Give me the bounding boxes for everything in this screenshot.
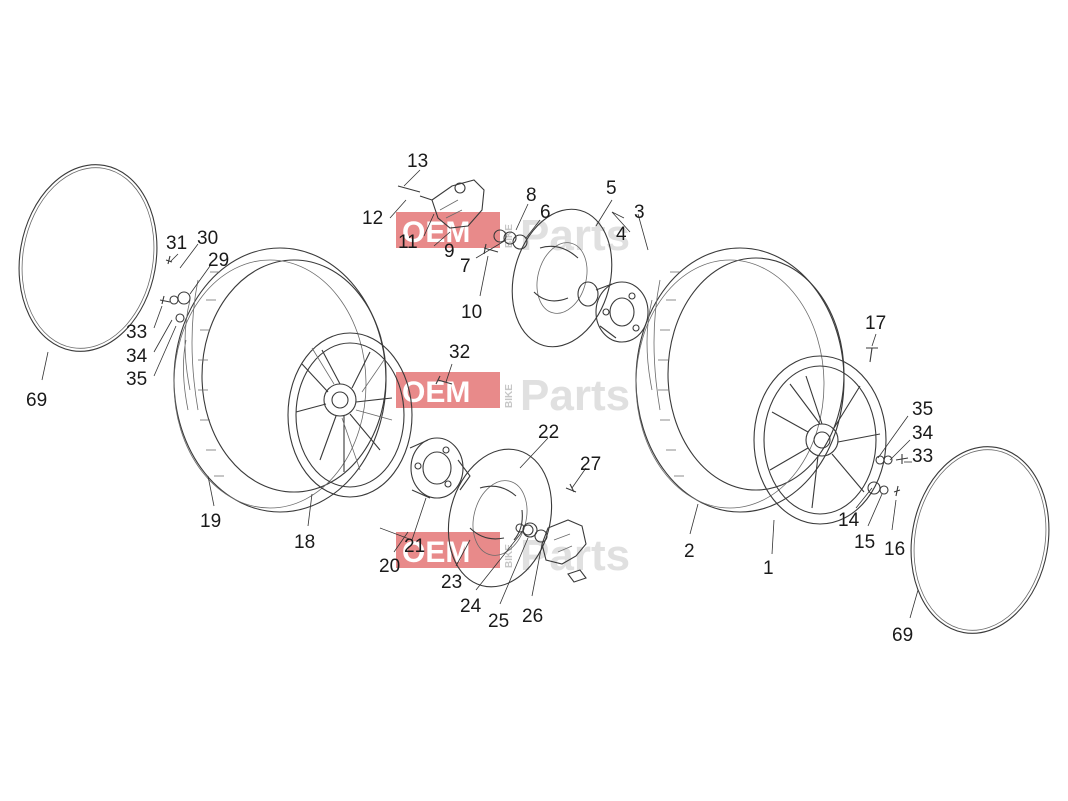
callout-33-right: 33 — [912, 446, 933, 467]
caliper-left — [541, 519, 587, 583]
callout-7: 7 — [460, 256, 471, 277]
callout-4: 4 — [616, 224, 627, 245]
callout-6: 6 — [540, 202, 551, 223]
watermark-top: OEM BIKE Parts — [396, 211, 630, 260]
valve-17 — [866, 347, 878, 363]
callout-27: 27 — [580, 454, 601, 475]
callout-11: 11 — [398, 232, 418, 253]
washer-7 — [503, 231, 517, 245]
wheel-rim-right — [753, 355, 887, 525]
o-ring-right — [910, 446, 1050, 634]
callout-34-right: 34 — [912, 423, 934, 444]
watermark-brand-b: BIKE — [504, 544, 515, 568]
caliper-top — [397, 179, 485, 229]
tyre-left — [173, 247, 387, 513]
callout-12: 12 — [362, 208, 383, 229]
watermark-brand-a: OEM — [402, 536, 470, 569]
callout-69-left: 69 — [26, 390, 47, 411]
callout-24: 24 — [460, 596, 482, 617]
wheel-rim-left — [287, 332, 413, 498]
callout-35-right: 35 — [912, 399, 933, 420]
callouts: 13 12 11 9 8 6 7 10 5 3 4 31 30 29 33 34… — [26, 151, 934, 646]
callout-14: 14 — [838, 510, 860, 531]
callout-34-left: 34 — [126, 346, 148, 367]
watermark-brand-a: OEM — [402, 216, 470, 249]
callout-18: 18 — [294, 532, 315, 553]
callout-8: 8 — [526, 185, 537, 206]
callout-19: 19 — [200, 511, 221, 532]
callout-3: 3 — [634, 202, 645, 223]
callout-15: 15 — [854, 532, 875, 553]
bearing-25 — [522, 522, 538, 538]
tyre-right — [635, 247, 845, 513]
callout-30: 30 — [197, 228, 218, 249]
leader-lines — [41, 169, 919, 619]
callout-9: 9 — [444, 241, 455, 262]
watermark-bottom: OEM BIKE Parts — [396, 531, 630, 580]
callout-33-left: 33 — [126, 322, 147, 343]
bearing-26 — [534, 529, 548, 543]
fasteners-right — [867, 454, 909, 497]
callout-21: 21 — [404, 536, 425, 557]
callout-32: 32 — [449, 342, 470, 363]
hub-left — [409, 437, 471, 499]
callout-22: 22 — [538, 422, 559, 443]
callout-35-left: 35 — [126, 369, 147, 390]
watermark-brand-c: Parts — [520, 211, 630, 260]
fasteners-left — [159, 255, 191, 323]
watermark-brand-a: OEM — [402, 376, 470, 409]
callout-23: 23 — [441, 572, 462, 593]
callout-17: 17 — [865, 313, 886, 334]
callout-10: 10 — [461, 302, 482, 323]
callout-13: 13 — [407, 151, 428, 172]
watermark-brand-b: BIKE — [504, 384, 515, 408]
watermark-brand-c: Parts — [520, 371, 630, 420]
callout-31: 31 — [166, 233, 187, 254]
callout-1: 1 — [763, 558, 774, 579]
callout-69-right: 69 — [892, 625, 913, 646]
washer-9 — [493, 229, 507, 243]
callout-20: 20 — [379, 556, 400, 577]
callout-2: 2 — [684, 541, 695, 562]
callout-16: 16 — [884, 539, 905, 560]
valve-32 — [435, 375, 453, 385]
callout-29: 29 — [208, 250, 229, 271]
callout-5: 5 — [606, 178, 617, 199]
watermark-middle: OEM BIKE Parts — [396, 371, 630, 420]
callout-25: 25 — [488, 611, 509, 632]
bearing-6 — [512, 234, 528, 250]
watermark-brand-b: BIKE — [504, 224, 515, 248]
brake-disc-right — [511, 208, 613, 348]
o-ring-left — [18, 164, 158, 352]
screw-10 — [483, 243, 499, 255]
callout-26: 26 — [522, 606, 543, 627]
hub-right — [577, 281, 649, 343]
